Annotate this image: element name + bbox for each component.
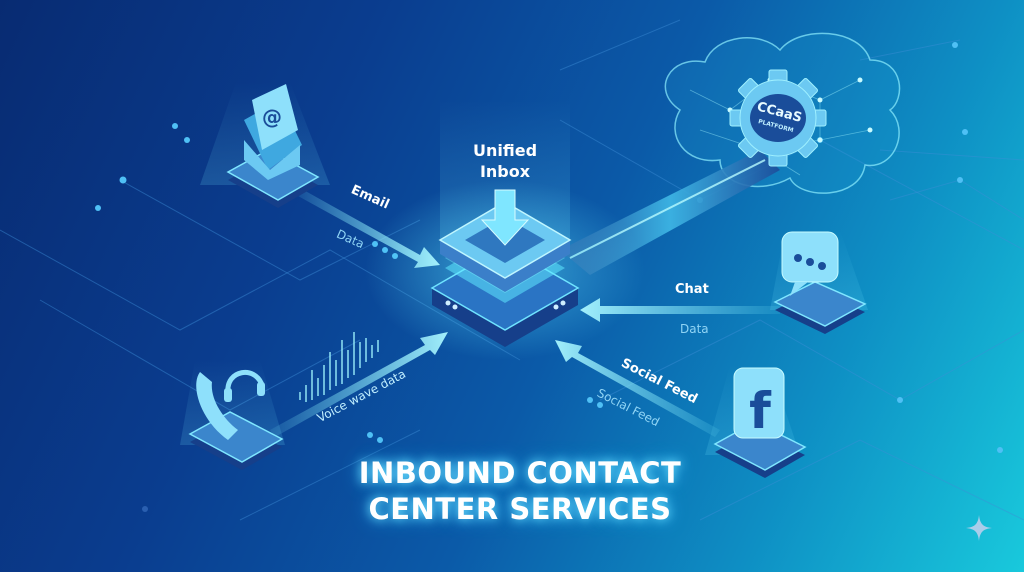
- email-arrow: [298, 188, 440, 268]
- chat-bubble-icon: [770, 230, 868, 334]
- email-at-icon: @: [200, 82, 330, 208]
- chat-sublabel: Data: [680, 322, 709, 336]
- unified-inbox-line2: Inbox: [479, 162, 531, 181]
- unified-inbox-line1: Unified: [472, 141, 538, 160]
- gear-icon: CCaaS PLATFORM: [729, 69, 827, 167]
- voice-arrow: [270, 332, 448, 437]
- page-title: INBOUND CONTACT CENTER SERVICES: [320, 455, 720, 527]
- circuit-nodes: [95, 42, 1003, 512]
- sparkle-icon: [966, 515, 992, 541]
- title-line1: INBOUND CONTACT: [358, 456, 682, 490]
- chat-arrow: [580, 298, 780, 322]
- unified-inbox-label: Unified Inbox: [455, 140, 555, 182]
- voice-wave: [299, 332, 379, 402]
- chat-label: Chat: [675, 282, 709, 297]
- facebook-icon: f: [705, 365, 807, 478]
- inbox-server-icon: [430, 189, 580, 347]
- phone-headset-icon: [180, 360, 285, 470]
- social-arrow: [555, 340, 720, 437]
- svg-text:f: f: [749, 382, 772, 440]
- svg-text:@: @: [262, 105, 282, 129]
- title-line2: CENTER SERVICES: [368, 492, 672, 526]
